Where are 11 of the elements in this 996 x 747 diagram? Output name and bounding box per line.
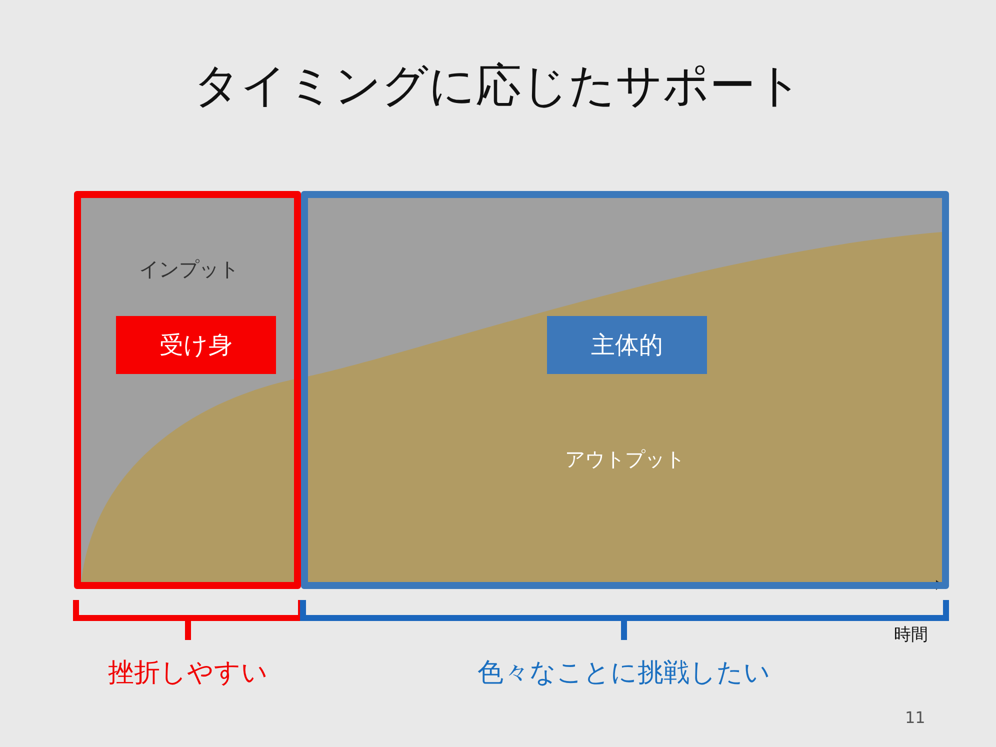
tag-label: 主体的 — [547, 316, 707, 374]
caption-text: 挫折しやすい — [107, 657, 269, 690]
axis-label: 時間 — [894, 624, 928, 646]
tag-label: 受け身 — [116, 316, 276, 374]
panel-frame — [301, 191, 949, 589]
area-label: インプット — [138, 256, 240, 283]
page-number: 11 — [905, 708, 926, 727]
slide-title: タイミングに応じたサポート — [192, 57, 804, 114]
caption-text: 色々なことに挑戦したい — [476, 657, 772, 690]
panel-frame — [74, 191, 301, 589]
area-label: アウトプット — [564, 446, 686, 473]
